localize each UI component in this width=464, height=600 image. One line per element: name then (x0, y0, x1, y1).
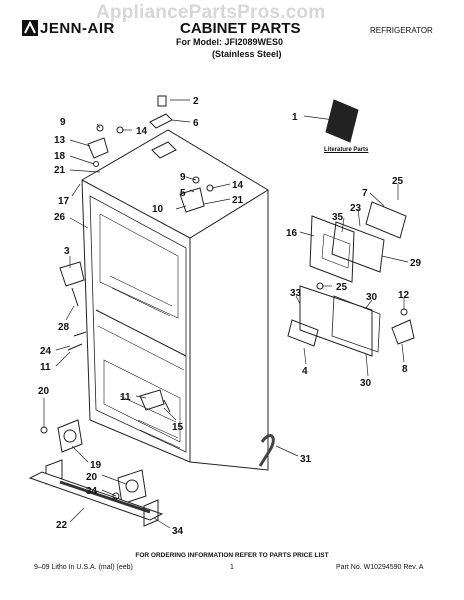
drain-tube-part (258, 434, 275, 467)
part-number: Part No. W10294590 Rev. A (336, 564, 424, 571)
callout-23: 23 (350, 203, 362, 214)
ordering-note: FOR ORDERING INFORMATION REFER TO PARTS … (135, 552, 329, 559)
callout-15: 15 (172, 422, 184, 433)
watermark-text: AppliancePartsPros.com (96, 2, 326, 23)
callout-leaders (43, 99, 409, 529)
callout-14: 14 (232, 180, 244, 191)
callout-10: 10 (152, 204, 164, 215)
callout-13: 13 (54, 135, 66, 146)
callout-17: 17 (58, 196, 70, 207)
callout-24: 24 (40, 346, 52, 357)
callout-12: 12 (398, 290, 410, 301)
callout-30: 30 (366, 292, 378, 303)
callout-16: 16 (286, 228, 298, 239)
callout-9: 9 (60, 117, 66, 128)
callout-1: 1 (292, 112, 298, 123)
callout-11: 11 (120, 392, 131, 403)
callout-28: 28 (58, 322, 70, 333)
callout-30: 30 (360, 378, 372, 389)
callout-35: 35 (332, 212, 344, 223)
callout-5: 5 (180, 188, 186, 199)
literature-part (325, 99, 359, 143)
model-variant: (Stainless Steel) (212, 49, 282, 59)
callout-21: 21 (232, 195, 244, 206)
callout-4: 4 (302, 366, 308, 377)
callout-8: 8 (402, 364, 408, 375)
callout-7: 7 (362, 188, 368, 199)
callout-14: 14 (136, 126, 148, 137)
callout-21: 21 (54, 165, 66, 176)
callout-29: 29 (410, 258, 422, 269)
callout-25: 25 (392, 176, 404, 187)
page-title: CABINET PARTS (180, 20, 301, 37)
callout-9: 9 (180, 172, 186, 183)
cabinet-shell (81, 129, 269, 471)
callout-6: 6 (193, 118, 199, 129)
brand-name: JENN-AIR (40, 20, 115, 37)
callout-2: 2 (193, 96, 199, 107)
model-number: For Model: JFI2089WES0 (176, 37, 284, 47)
print-info: 9–09 Litho In U.S.A. (mal) (eeb) (34, 564, 133, 571)
callout-18: 18 (54, 151, 66, 162)
callout-20: 20 (38, 386, 50, 397)
evaporator-cover-parts (287, 201, 407, 357)
callout-33: 33 (290, 288, 302, 299)
callout-22: 22 (56, 520, 68, 531)
callout-25: 25 (336, 282, 348, 293)
callout-34: 34 (86, 486, 98, 497)
callout-11: 11 (40, 362, 51, 373)
brand-logo-icon (22, 20, 38, 36)
callout-numbers: 2 6 9 14 13 18 21 17 26 9 5 10 14 21 1 2… (38, 96, 422, 537)
base-leveling-parts (28, 419, 164, 527)
callout-31: 31 (300, 454, 312, 465)
callout-19: 19 (90, 460, 102, 471)
hardware-parts (40, 124, 415, 434)
page-number: 1 (230, 564, 234, 571)
literature-parts-label: Literature Parts (324, 147, 369, 153)
callout-26: 26 (54, 212, 66, 223)
appliance-type: REFRIGERATOR (370, 26, 433, 35)
callout-34: 34 (172, 526, 184, 537)
callout-3: 3 (64, 246, 70, 257)
callout-20: 20 (86, 472, 98, 483)
